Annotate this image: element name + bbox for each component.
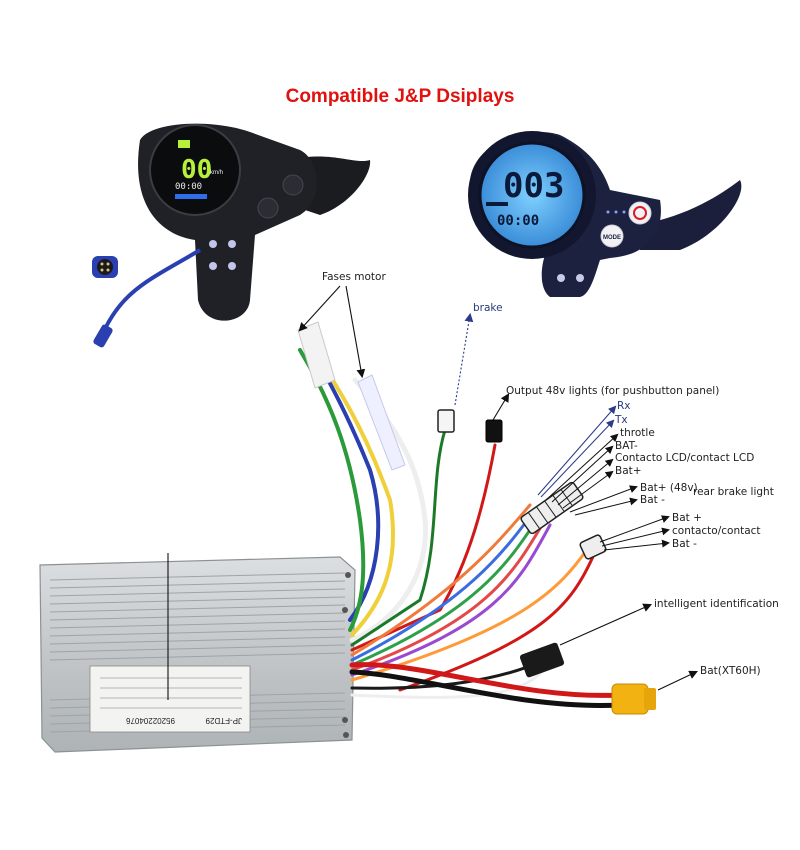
identification-connector bbox=[519, 642, 565, 678]
left-time: 00:00 bbox=[175, 182, 202, 192]
label-bat-minus-2: Bat - bbox=[640, 494, 665, 506]
controller-box: JP-FTD29 95202204076 bbox=[39, 556, 356, 753]
label-bat-plus-1: Bat+ bbox=[615, 465, 642, 477]
left-unit: km/h bbox=[210, 170, 223, 176]
mode-button-label: MODE bbox=[603, 235, 621, 241]
label-bat-plus-48v: Bat+ (48v) bbox=[640, 482, 698, 494]
label-tx: Tx bbox=[615, 414, 628, 426]
label-bat-minus-3: Bat - bbox=[672, 538, 697, 550]
controller-serial: 95202204076 bbox=[126, 716, 175, 725]
connectors bbox=[437, 409, 656, 715]
left-speed: 00 bbox=[181, 155, 212, 185]
label-contacto-contact: contacto/contact bbox=[672, 525, 761, 537]
label-bat-xt60h: Bat(XT60H) bbox=[700, 665, 761, 677]
label-intelligent-identification: intelligent identification bbox=[654, 598, 779, 610]
label-brake: brake bbox=[473, 302, 503, 314]
label-throtle: throtle bbox=[620, 427, 655, 439]
brake-connector-1 bbox=[437, 409, 455, 433]
mode-button-right[interactable] bbox=[600, 224, 624, 248]
label-output-lights: Output 48v lights (for pushbutton panel) bbox=[506, 385, 720, 397]
brake-connector-2 bbox=[485, 419, 503, 443]
label-rear-brake-light: rear brake light bbox=[693, 486, 774, 498]
right-time: 00:00 bbox=[497, 213, 539, 229]
contact-connector bbox=[579, 534, 607, 560]
label-contacto-lcd: Contacto LCD/contact LCD bbox=[615, 452, 755, 464]
label-bat-minus-1: BAT- bbox=[615, 440, 638, 452]
xt60-connector bbox=[611, 683, 656, 715]
power-icon[interactable] bbox=[633, 206, 647, 220]
display-left: 00 km/h 00:00 bbox=[92, 123, 371, 348]
battery-icon bbox=[178, 140, 190, 148]
multi-pin-connector bbox=[520, 481, 584, 535]
label-fases-motor: Fases motor bbox=[322, 271, 386, 283]
page-title: Compatible J&P Dsiplays bbox=[285, 86, 515, 107]
label-bat-plus-2: Bat + bbox=[672, 512, 702, 524]
battery-bars-icon bbox=[486, 202, 508, 206]
mode-button-left[interactable] bbox=[257, 197, 279, 219]
right-speed: 003 bbox=[503, 166, 564, 206]
power-button-left[interactable] bbox=[282, 174, 304, 196]
display-right: 003 00:00 MODE bbox=[468, 131, 742, 297]
status-bar-icon bbox=[175, 194, 207, 199]
label-rx: Rx bbox=[617, 400, 631, 412]
controller-model: JP-FTD29 bbox=[205, 716, 242, 725]
wire-harness bbox=[297, 321, 623, 708]
pointer-lines bbox=[167, 285, 698, 700]
